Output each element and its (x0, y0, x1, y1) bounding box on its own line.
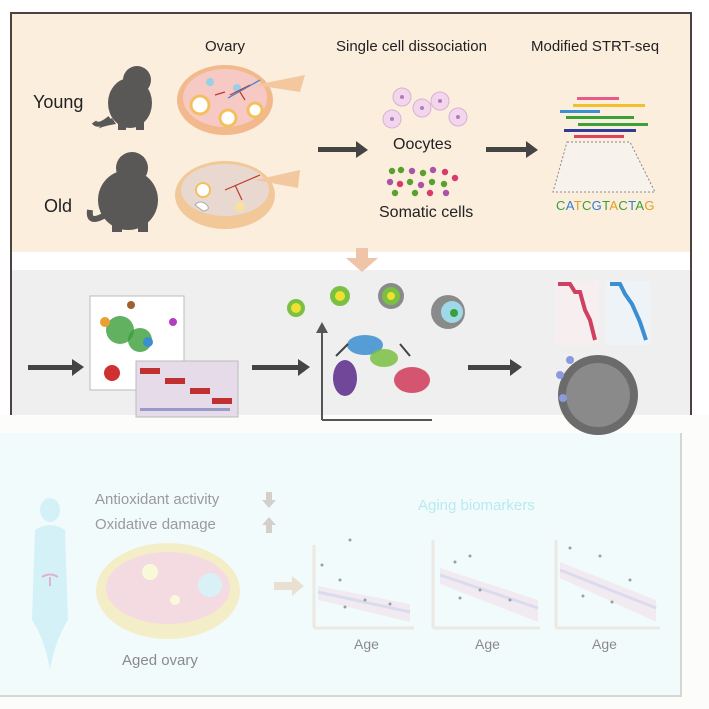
arrow-to-biomarkers (274, 576, 304, 596)
somatic-cells-label: Somatic cells (379, 204, 474, 221)
figure-frame (10, 12, 692, 432)
sequence-letter: A (565, 198, 574, 213)
arrow-to-clustering (28, 359, 84, 376)
row-label-old: Old (44, 196, 73, 216)
aged-ovary-icon (96, 543, 240, 639)
old-ovary-icon (175, 161, 300, 229)
column-label-strt-seq: Modified STRT-seq (531, 38, 660, 55)
antioxidant-activity-label: Antioxidant activity (95, 491, 220, 508)
sequence-letter: G (591, 198, 603, 213)
trajectory-plot (316, 322, 432, 421)
down-arrow-antioxidant (262, 492, 276, 508)
age-axis-label-1: Age (354, 636, 379, 652)
aging-biomarkers-title: Aging biomarkers (418, 497, 535, 514)
row-label-young: Young (33, 92, 84, 112)
down-arrow (346, 248, 378, 272)
arrow-to-network (468, 359, 522, 376)
sequence-letter: C (556, 198, 566, 213)
sequence-letter: T (573, 198, 582, 213)
oocyte-cells-icon (382, 87, 468, 129)
sequence-letter: C (581, 198, 592, 213)
up-arrow-oxidative (262, 517, 276, 533)
young-monkey-icon (91, 66, 152, 130)
follicle-stage-icons (287, 283, 465, 329)
oocytes-label: Oocytes (393, 136, 452, 153)
arrow-to-trajectory (252, 359, 310, 376)
somatic-cells-icon (386, 166, 459, 197)
dna-sequence: CATCGTACTAG (556, 198, 655, 213)
sequence-letter: A (635, 198, 645, 213)
oxidative-damage-label: Oxidative damage (95, 516, 216, 533)
column-label-dissociation: Single cell dissociation (336, 38, 487, 55)
column-label-ovary: Ovary (205, 38, 246, 55)
aged-ovary-label: Aged ovary (122, 652, 198, 669)
gene-network-graphic (556, 355, 638, 435)
uterus-icon (41, 573, 59, 586)
correlation-heatmaps (555, 281, 650, 345)
arrow-to-dissociation (318, 141, 368, 158)
heatmap-graphic (135, 360, 239, 418)
sequence-letter: A (609, 198, 619, 213)
sequence-letter: C (618, 198, 629, 213)
young-ovary-icon (177, 65, 305, 135)
sequencing-reads-icon (552, 97, 656, 193)
biomarker-scatter-1 (312, 538, 414, 630)
sequence-letter: T (602, 198, 610, 213)
sequence-letter: T (628, 198, 636, 213)
bottom-panel-inner (0, 433, 682, 697)
sequence-letter: G (644, 198, 655, 213)
old-monkey-icon (86, 152, 158, 232)
human-figure-icon (32, 498, 68, 670)
age-axis-label-2: Age (475, 636, 500, 652)
biomarker-scatter-2 (431, 540, 540, 630)
age-axis-label-3: Age (592, 636, 617, 652)
arrow-to-sequencing (486, 141, 538, 158)
biomarker-scatter-3 (554, 540, 660, 630)
